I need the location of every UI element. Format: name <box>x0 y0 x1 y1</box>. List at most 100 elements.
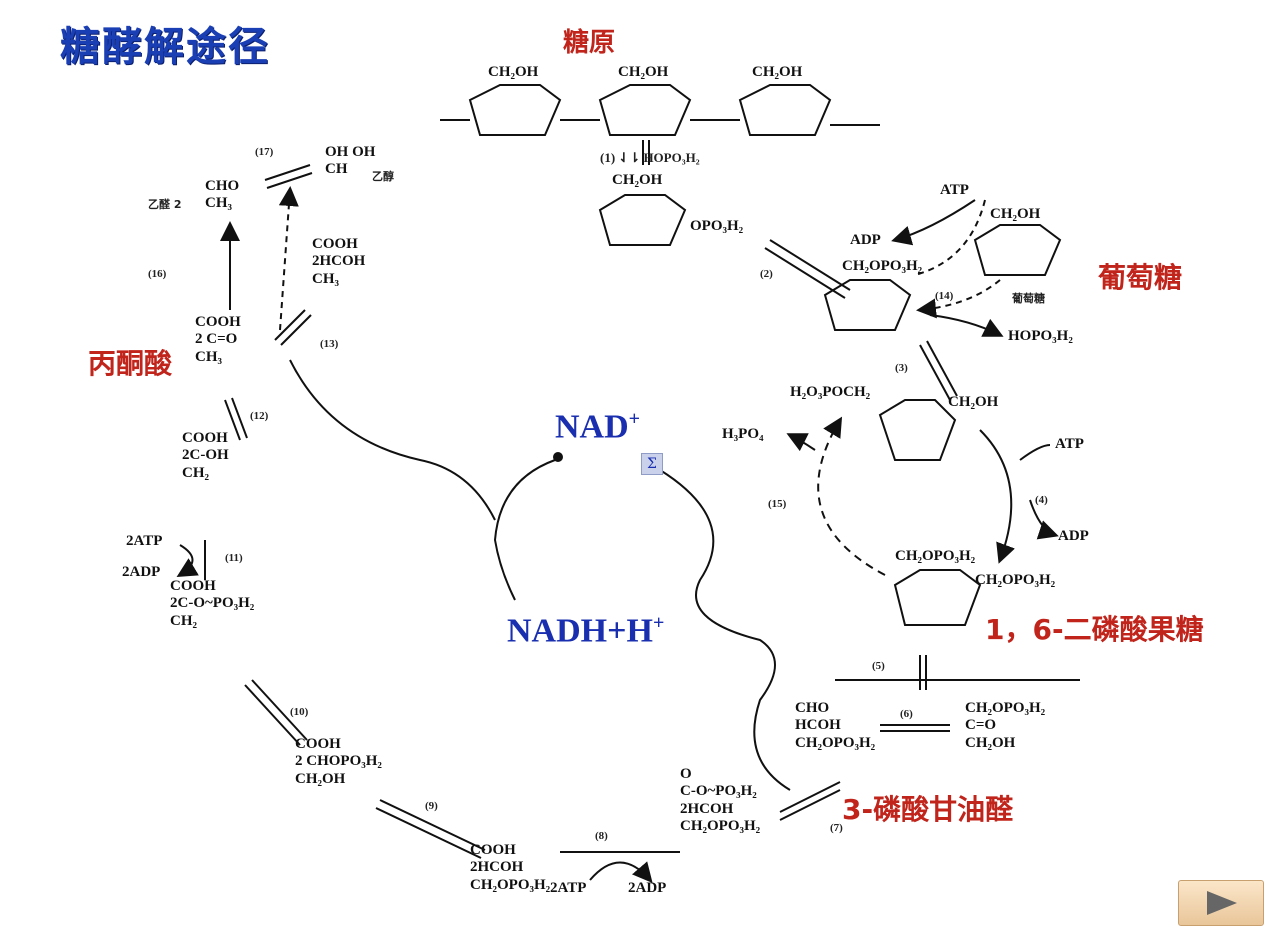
enol-structure: COOH 2C-OH CH₂ <box>182 430 229 482</box>
fbp-top-right: CH₂OPO₃H₂ <box>975 572 1056 588</box>
pg2-line-2: 2 CHOPO₃H₂ <box>295 753 382 770</box>
next-slide-button[interactable] <box>1178 880 1264 926</box>
bpg-line-1: O <box>680 766 692 782</box>
lactate-structure: COOH 2HCOH CH₃ <box>312 236 365 288</box>
adp-step11: 2ADP <box>122 564 161 580</box>
pep-structure: COOH 2C-O~PO₃H₂ CH₂ <box>170 578 254 630</box>
pep-line-2: 2C-O~PO₃H₂ <box>170 595 255 612</box>
pyr-line-1: COOH <box>195 314 241 330</box>
glycogen-label: 糖原 <box>563 28 616 58</box>
atp-right: ATP <box>1055 436 1084 452</box>
fbp-label: 1，6-二磷酸果糖 <box>985 613 1204 646</box>
step-4: (4) <box>1035 494 1048 506</box>
dhap-line-3: CH₂OH <box>965 734 1016 751</box>
bpg-line-4: CH₂OPO₃H₂ <box>680 817 761 834</box>
step-12: (12) <box>250 410 269 422</box>
dhap-structure: CH₂OPO₃H₂ C=O CH₂OH <box>965 700 1045 752</box>
lactate-line-2: 2HCOH <box>312 253 366 270</box>
g6p-ch2opo3h2: CH₂OPO₃H₂ <box>842 258 923 274</box>
play-triangle-icon <box>1207 891 1237 915</box>
h3po4: H₃PO₄ <box>722 426 764 442</box>
ethanol-line-2: CH <box>325 161 348 178</box>
step-1: (1) ⇃⇂ HOPO₃H₂ <box>600 150 700 165</box>
step-10: (10) <box>290 706 309 718</box>
acetald-line-1: CHO <box>205 178 240 194</box>
glucose-ch2oh: CH₂OH <box>990 206 1041 222</box>
acetaldehyde-structure: CHO CH₃ <box>205 178 239 213</box>
page-title: 糖酵解途径 <box>60 24 270 70</box>
pep-line-3: CH₂ <box>170 612 197 629</box>
g3p-structure: CHO HCOH CH₂OPO₃H₂ <box>795 700 875 752</box>
adp-right: ADP <box>1058 528 1089 544</box>
adp-left: ADP <box>850 232 881 248</box>
g3p-line-1: CHO <box>795 700 830 716</box>
f6p-left: H₂O₃POCH₂ <box>790 384 871 400</box>
pg2-line-1: COOH <box>295 736 341 752</box>
pg3-line-2: 2HCOH <box>470 859 524 876</box>
glycogen-ch2oh-1: CH₂OH <box>488 64 539 80</box>
nad-label: NAD+ <box>555 408 640 446</box>
g3p-line-3: CH₂OPO₃H₂ <box>795 734 876 751</box>
enol-line-2: 2C-OH <box>182 447 229 464</box>
pyruvate-structure: COOH 2 C=O CH₃ <box>195 314 241 366</box>
fbp-top-left: CH₂OPO₃H₂ <box>895 548 976 564</box>
hopo3h2: HOPO₃H₂ <box>1008 328 1073 344</box>
g3p-label: 3-磷酸甘油醛 <box>842 793 1014 826</box>
pg3-line-1: COOH <box>470 842 516 858</box>
step-11: (11) <box>225 552 243 564</box>
bpg-structure: O C-O~PO₃H₂ 2HCOH CH₂OPO₃H₂ <box>680 766 760 835</box>
nad-text: NAD <box>555 408 629 446</box>
atp-step8: 2ATP <box>550 880 587 896</box>
pyruvate-label: 丙酮酸 <box>88 347 173 380</box>
step-3: (3) <box>895 362 908 374</box>
sigma-icon[interactable]: Σ <box>641 453 663 475</box>
glycogen-ch2oh-3: CH₂OH <box>752 64 803 80</box>
dhap-line-1: CH₂OPO₃H₂ <box>965 700 1046 716</box>
adp-step8: 2ADP <box>628 880 667 896</box>
step-15: (15) <box>768 498 787 510</box>
glucose-label: 葡萄糖 <box>1098 261 1183 294</box>
g3p-line-2: HCOH <box>795 717 841 734</box>
enol-line-1: COOH <box>182 430 228 446</box>
pyr-line-3: CH₃ <box>195 348 222 365</box>
nad-superscript: + <box>628 408 641 430</box>
nadh-superscript: + <box>652 612 665 634</box>
pg2-structure: COOH 2 CHOPO₃H₂ CH₂OH <box>295 736 382 788</box>
ethanol-line-1: OH OH <box>325 144 376 160</box>
step-13: (13) <box>320 338 339 350</box>
nadh-label: NADH+H+ <box>507 612 664 650</box>
nadh-text: NADH+H <box>507 612 653 650</box>
bpg-line-2: C-O~PO₃H₂ <box>680 783 757 800</box>
atp-top: ATP <box>940 182 969 198</box>
lactate-line-1: COOH <box>312 236 358 252</box>
step-17: (17) <box>255 146 274 158</box>
step-14: (14) <box>935 290 954 302</box>
step-16: (16) <box>148 268 167 280</box>
bpg-line-3: 2HCOH <box>680 800 734 817</box>
pep-line-1: COOH <box>170 578 216 594</box>
pyr-line-2: 2 C=O <box>195 331 238 348</box>
dhap-line-2: C=O <box>965 717 997 734</box>
step-6: (6) <box>900 708 913 720</box>
step-7: (7) <box>830 822 843 834</box>
pg3-line-3: CH₂OPO₃H₂ <box>470 876 551 893</box>
ethanol-structure: OH OH CH <box>325 144 375 179</box>
step-2: (2) <box>760 268 773 280</box>
lactate-line-3: CH₃ <box>312 270 339 287</box>
enol-line-3: CH₂ <box>182 464 209 481</box>
atp-step11: 2ATP <box>126 533 163 549</box>
ethanol-label: 乙醇 <box>372 170 394 183</box>
acetald-line-2: CH₃ <box>205 195 232 212</box>
pg3-structure: COOH 2HCOH CH₂OPO₃H₂ <box>470 842 550 894</box>
f6p-right: CH₂OH <box>948 394 999 410</box>
g1p-opo3h2: OPO₃H₂ <box>690 218 744 234</box>
g1p-ch2oh: CH₂OH <box>612 172 663 188</box>
step-5: (5) <box>872 660 885 672</box>
pg2-line-3: CH₂OH <box>295 770 346 787</box>
glycogen-ch2oh-2: CH₂OH <box>618 64 669 80</box>
acetaldehyde-label: 乙醛 2 <box>148 198 182 211</box>
glucose-small-label: 葡萄糖 <box>1012 292 1045 305</box>
step-9: (9) <box>425 800 438 812</box>
step-8: (8) <box>595 830 608 842</box>
